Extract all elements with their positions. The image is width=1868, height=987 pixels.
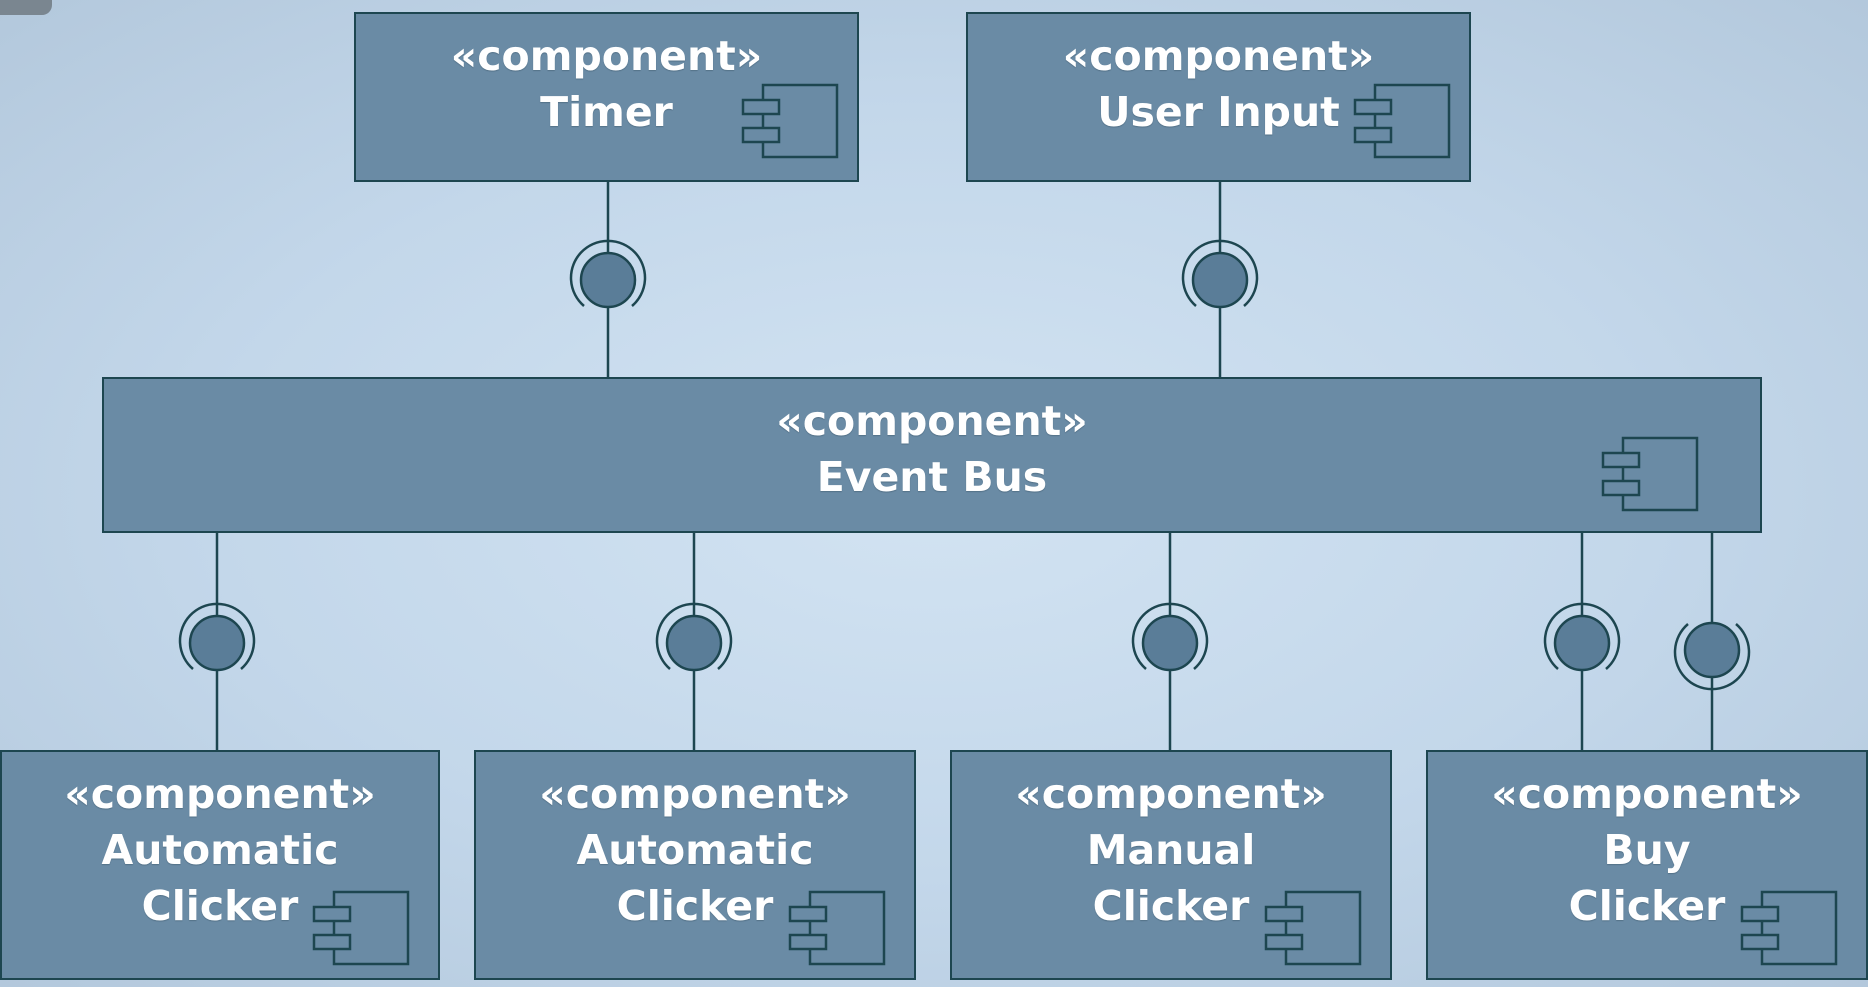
component-name-line: Timer [540, 88, 673, 136]
uml-component-icon [1353, 83, 1451, 159]
component-stereotype: «component» [64, 770, 376, 818]
interface-timer [569, 239, 647, 309]
uml-component-icon [788, 890, 886, 966]
component-name-line: Clicker [616, 882, 774, 930]
interface-user-input [1181, 239, 1259, 309]
component-name-line: Manual [1086, 826, 1256, 874]
component-manual-clicker: «component» Manual Clicker [950, 750, 1392, 980]
component-automatic-clicker: «component» Automatic Clicker [0, 750, 440, 980]
interface-manual-clicker [1131, 602, 1209, 672]
component-stereotype: «component» [450, 32, 763, 80]
component-stereotype: «component» [1015, 770, 1327, 818]
uml-component-icon [1740, 890, 1838, 966]
component-event-bus: «component» Event Bus [102, 377, 1762, 533]
component-buy-clicker: «component» Buy Clicker [1426, 750, 1868, 980]
component-user-input: «component» User Input [966, 12, 1471, 182]
uml-component-icon [312, 890, 410, 966]
component-stereotype: «component» [776, 397, 1088, 445]
component-name-line: Clicker [141, 882, 299, 930]
component-name-line: Automatic [576, 826, 814, 874]
component-name-line: Clicker [1092, 882, 1250, 930]
component-stereotype: «component» [539, 770, 851, 818]
interface-buy-clicker-1 [1543, 602, 1621, 672]
window-tab-corner [0, 0, 52, 15]
interface-buy-clicker-2 [1673, 621, 1751, 691]
component-name-line: Event Bus [816, 453, 1048, 501]
uml-component-icon [1601, 436, 1699, 512]
component-name-line: Buy [1603, 826, 1691, 874]
component-timer: «component» Timer [354, 12, 859, 182]
component-name-line: User Input [1097, 88, 1340, 136]
component-automatic-clicker: «component» Automatic Clicker [474, 750, 916, 980]
component-stereotype: «component» [1062, 32, 1375, 80]
component-name-line: Automatic [101, 826, 339, 874]
interface-automatic-clicker-2 [655, 602, 733, 672]
component-stereotype: «component» [1491, 770, 1803, 818]
uml-component-icon [1264, 890, 1362, 966]
uml-component-icon [741, 83, 839, 159]
component-name-line: Clicker [1568, 882, 1726, 930]
interface-automatic-clicker-1 [178, 602, 256, 672]
